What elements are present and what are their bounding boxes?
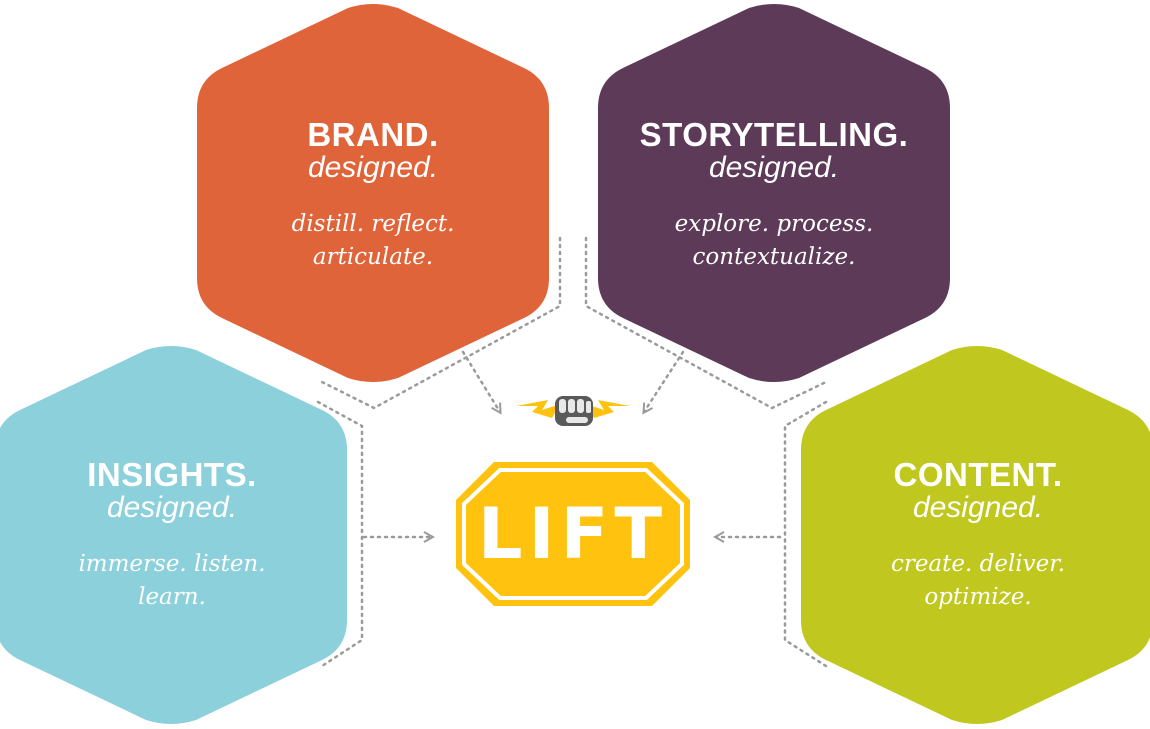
storytelling-subtitle: designed.: [708, 151, 840, 184]
insights-line-1: immerse. listen.: [78, 551, 266, 577]
storytelling-hexagon: [598, 4, 950, 382]
fist-lightning-icon: [516, 396, 630, 426]
brand-line-1: distill. reflect.: [291, 211, 455, 237]
insights-hexagon: [0, 346, 347, 724]
content-line-1: create. deliver.: [890, 551, 1066, 577]
brand-title: BRAND.: [307, 116, 439, 153]
content-line-2: optimize.: [924, 584, 1032, 610]
brand-hexagon: [197, 4, 549, 382]
lift-logo-text: LIFT: [478, 493, 668, 575]
connector-lines: [316, 236, 828, 668]
insights-line-2: learn.: [138, 584, 206, 610]
insights-text: INSIGHTS. designed. immerse. listen. lea…: [22, 458, 322, 614]
content-subtitle: designed.: [912, 491, 1044, 524]
content-text: CONTENT. designed. create. deliver. opti…: [828, 458, 1128, 614]
storytelling-title: STORYTELLING.: [639, 116, 909, 153]
brand-text: BRAND. designed. distill. reflect. artic…: [223, 118, 523, 274]
storytelling-text: STORYTELLING. designed. explore. process…: [624, 118, 924, 274]
content-hexagon: [801, 346, 1150, 724]
storytelling-line-2: contextualize.: [692, 244, 856, 270]
storytelling-line-1: explore. process.: [674, 211, 874, 237]
lift-logo: LIFT: [456, 462, 690, 606]
brand-line-2: articulate.: [312, 244, 434, 270]
insights-subtitle: designed.: [106, 491, 238, 524]
insights-title: INSIGHTS.: [87, 456, 257, 493]
content-title: CONTENT.: [893, 456, 1063, 493]
brand-subtitle: designed.: [307, 151, 439, 184]
